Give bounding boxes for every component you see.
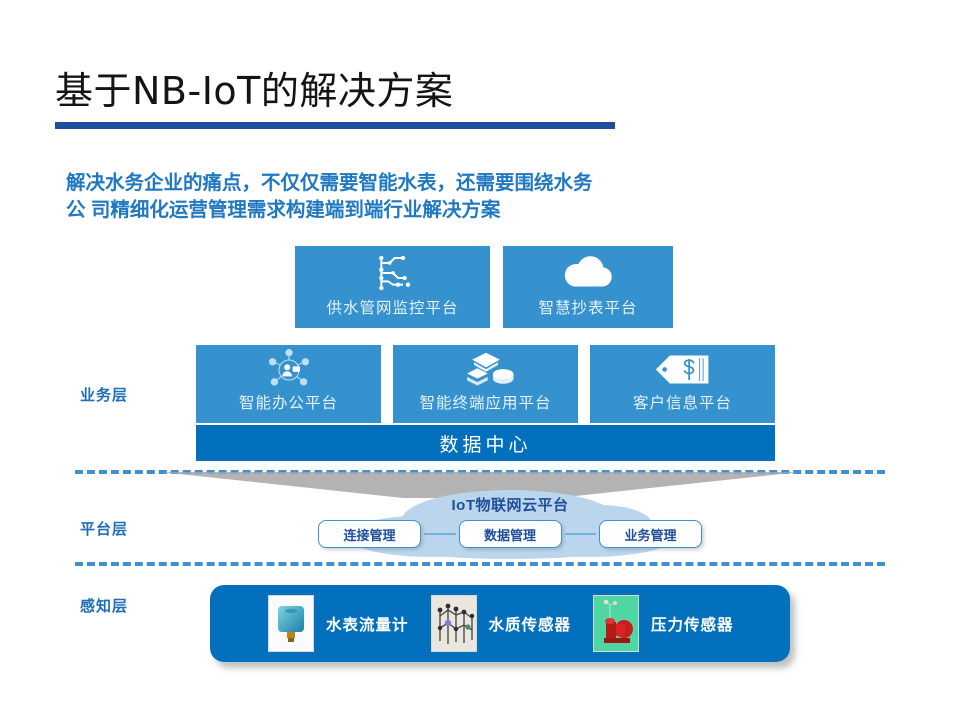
pill-connection-management[interactable]: 连接管理 bbox=[318, 520, 421, 548]
subtitle-line-1: 解决水务企业的痛点，不仅仅需要智能水表，还需要围绕水务 bbox=[66, 172, 593, 194]
page-title: 基于NB-IoT的解决方案 bbox=[55, 69, 454, 113]
people-network-icon bbox=[196, 345, 381, 394]
layer-divider-platform-perception bbox=[75, 562, 885, 566]
tile-smart-meter-reading-platform[interactable]: 智慧抄表平台 bbox=[503, 246, 673, 328]
sense-label: 压力传感器 bbox=[651, 616, 734, 634]
water-quality-sensor-photo bbox=[430, 595, 477, 652]
iot-cloud-platform-group: IoT物联网云平台 连接管理 数据管理 业务管理 bbox=[300, 484, 720, 562]
pill-data-management[interactable]: 数据管理 bbox=[458, 520, 562, 548]
pill-connector-1 bbox=[424, 533, 456, 535]
water-meter-photo bbox=[268, 595, 314, 652]
sense-item-water-meter[interactable]: 水表流量计 bbox=[268, 595, 431, 652]
tile-water-pipe-monitoring-platform[interactable]: 供水管网监控平台 bbox=[295, 246, 490, 328]
layer-label-platform: 平台层 bbox=[80, 521, 129, 538]
tile-smart-terminal-application-platform[interactable]: 智能终端应用平台 bbox=[393, 345, 578, 423]
layer-label-business: 业务层 bbox=[80, 387, 129, 404]
tile-label: 供水管网监控平台 bbox=[326, 300, 459, 317]
sense-item-pressure-sensor[interactable]: 压力传感器 bbox=[593, 595, 756, 652]
tile-label: 客户信息平台 bbox=[632, 395, 732, 412]
mail-stack-icon bbox=[393, 345, 578, 394]
title-underline-rule bbox=[55, 122, 615, 129]
price-tag-dollar-icon bbox=[590, 345, 775, 394]
tile-label: 智能终端应用平台 bbox=[419, 395, 552, 412]
pressure-sensor-pump-photo bbox=[593, 595, 640, 652]
subtitle: 解决水务企业的痛点，不仅仅需要智能水表，还需要围绕水务 公 司精细化运营管理需求… bbox=[66, 170, 846, 224]
cloud-platform-title: IoT物联网云平台 bbox=[451, 497, 569, 514]
tile-customer-information-platform[interactable]: 客户信息平台 bbox=[590, 345, 775, 423]
sense-label: 水表流量计 bbox=[326, 616, 409, 634]
tile-label: 智慧抄表平台 bbox=[538, 300, 638, 317]
perception-layer-box[interactable]: 水表流量计 水质传感器 bbox=[210, 585, 790, 662]
pill-business-management[interactable]: 业务管理 bbox=[599, 520, 702, 548]
sense-item-water-quality-sensor[interactable]: 水质传感器 bbox=[430, 595, 594, 652]
tile-smart-office-platform[interactable]: 智能办公平台 bbox=[196, 345, 381, 423]
pill-connector-2 bbox=[564, 533, 596, 535]
tile-label: 智能办公平台 bbox=[238, 395, 338, 412]
cloud-icon bbox=[503, 246, 673, 299]
data-center-bar[interactable]: 数据中心 bbox=[196, 425, 775, 461]
sense-label: 水质传感器 bbox=[488, 616, 572, 634]
circuit-network-icon bbox=[295, 246, 490, 299]
layer-label-perception: 感知层 bbox=[80, 598, 129, 615]
subtitle-line-2: 公 司精细化运营管理需求构建端到端行业解决方案 bbox=[66, 199, 501, 221]
platform-capability-row: 连接管理 数据管理 业务管理 bbox=[318, 520, 702, 548]
